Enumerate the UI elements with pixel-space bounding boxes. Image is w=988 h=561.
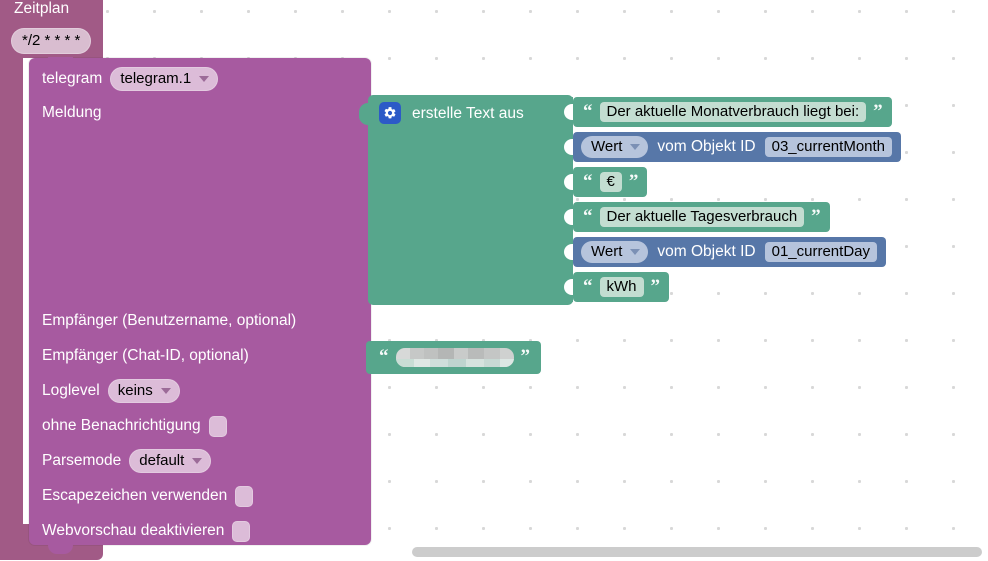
- chevron-down-icon: [630, 248, 641, 255]
- horizontal-scrollbar-thumb[interactable]: [412, 547, 982, 557]
- text-join-output-plug: [359, 103, 369, 125]
- close-quote-icon: [521, 351, 531, 363]
- telegram-loglevel-value: keins: [117, 382, 153, 399]
- telegram-loglevel-row: Loglevel keins: [42, 379, 180, 403]
- recipient-username-value-socket[interactable]: [359, 311, 369, 333]
- string-value-field[interactable]: €: [599, 171, 622, 192]
- text-input-socket[interactable]: [562, 272, 573, 302]
- text-join-row: Der aktuelle Tagesverbrauch: [562, 202, 830, 232]
- text-join-label: erstelle Text aus: [412, 105, 524, 122]
- text-input-socket[interactable]: [562, 202, 573, 232]
- telegram-silent-label: ohne Benachrichtigung: [42, 417, 201, 435]
- telegram-parsemode-dropdown[interactable]: default: [129, 449, 212, 473]
- string-literal-block[interactable]: Der aktuelle Monatverbrauch liegt bei:: [573, 97, 892, 127]
- telegram-parsemode-row: Parsemode default: [42, 449, 212, 473]
- telegram-webpreview-row: Webvorschau deaktivieren: [42, 519, 251, 543]
- telegram-silent-row: ohne Benachrichtigung: [42, 414, 227, 438]
- text-join-row: Wert vom Objekt ID 01_currentDay: [562, 237, 886, 267]
- telegram-webpreview-label: Webvorschau deaktivieren: [42, 522, 225, 540]
- object-property-dropdown[interactable]: Wert: [581, 240, 649, 263]
- telegram-sendmessage-block[interactable]: telegram telegram.1 Meldung Empfänger (B…: [29, 57, 371, 554]
- object-id-label: vom Objekt ID: [657, 137, 756, 155]
- telegram-escape-checkbox[interactable]: [235, 485, 254, 507]
- text-join-row: kWh: [562, 272, 669, 302]
- chevron-down-icon: [192, 458, 203, 464]
- text-join-row: Wert vom Objekt ID 03_currentMonth: [562, 132, 902, 162]
- object-property-dropdown[interactable]: Wert: [581, 135, 649, 158]
- telegram-instance-dropdown[interactable]: telegram.1: [110, 67, 219, 91]
- cron-expression-field[interactable]: */2 * * * *: [11, 28, 92, 54]
- telegram-escape-row: Escapezeichen verwenden: [42, 484, 254, 508]
- string-literal-block[interactable]: €: [573, 167, 648, 197]
- string-value-field[interactable]: kWh: [599, 276, 644, 297]
- horizontal-scrollbar-track[interactable]: [0, 541, 988, 561]
- telegram-block-bottom-notch: [48, 545, 73, 554]
- open-quote-icon: [583, 211, 593, 223]
- close-quote-icon: [873, 106, 883, 118]
- string-literal-block[interactable]: kWh: [573, 272, 669, 302]
- string-value-field[interactable]: Der aktuelle Tagesverbrauch: [599, 206, 805, 227]
- open-quote-icon: [583, 176, 593, 188]
- text-input-socket[interactable]: [562, 237, 573, 267]
- telegram-message-row: Meldung: [42, 101, 101, 125]
- telegram-recipient-username-label: Empfänger (Benutzername, optional): [42, 312, 297, 330]
- telegram-loglevel-label: Loglevel: [42, 382, 100, 400]
- chatid-redacted-value-field[interactable]: [395, 347, 514, 367]
- telegram-parsemode-value: default: [139, 452, 185, 469]
- close-quote-icon: [811, 211, 821, 223]
- string-literal-block[interactable]: [366, 341, 541, 374]
- telegram-instance-label: telegram: [42, 70, 103, 88]
- telegram-webpreview-checkbox[interactable]: [232, 520, 251, 542]
- chevron-down-icon: [630, 143, 641, 150]
- chatid-string-row: [366, 341, 541, 374]
- telegram-instance-row: telegram telegram.1: [42, 67, 219, 91]
- telegram-loglevel-dropdown[interactable]: keins: [107, 379, 180, 403]
- string-value-field[interactable]: Der aktuelle Monatverbrauch liegt bei:: [599, 101, 867, 122]
- string-literal-block[interactable]: Der aktuelle Tagesverbrauch: [573, 202, 830, 232]
- telegram-message-label: Meldung: [42, 104, 102, 122]
- telegram-escape-label: Escapezeichen verwenden: [42, 487, 228, 505]
- open-quote-icon: [379, 351, 389, 363]
- open-quote-icon: [583, 281, 593, 293]
- open-quote-icon: [583, 106, 593, 118]
- telegram-recipient-chatid-label: Empfänger (Chat-ID, optional): [42, 347, 249, 365]
- text-join-row: Der aktuelle Monatverbrauch liegt bei:: [562, 97, 892, 127]
- text-input-socket[interactable]: [562, 167, 573, 197]
- close-quote-icon: [629, 176, 639, 188]
- get-object-value-block[interactable]: Wert vom Objekt ID 01_currentDay: [573, 237, 886, 267]
- telegram-parsemode-label: Parsemode: [42, 452, 122, 470]
- object-property-value: Wert: [591, 242, 623, 260]
- telegram-recipient-chatid-row: Empfänger (Chat-ID, optional): [42, 344, 249, 368]
- text-join-block[interactable]: erstelle Text aus: [359, 95, 573, 305]
- telegram-silent-checkbox[interactable]: [208, 415, 227, 437]
- get-object-value-block[interactable]: Wert vom Objekt ID 03_currentMonth: [573, 132, 902, 162]
- close-quote-icon: [651, 281, 661, 293]
- chevron-down-icon: [160, 388, 171, 394]
- telegram-instance-value: telegram.1: [120, 70, 192, 87]
- telegram-block-top-notch: [48, 57, 73, 66]
- text-input-socket[interactable]: [562, 97, 573, 127]
- chevron-down-icon: [199, 76, 210, 82]
- gear-icon[interactable]: [379, 102, 401, 124]
- text-input-socket[interactable]: [562, 132, 573, 162]
- object-id-field[interactable]: 03_currentMonth: [764, 136, 893, 157]
- telegram-recipient-username-row: Empfänger (Benutzername, optional): [42, 309, 296, 333]
- schedule-block-title: Zeitplan: [14, 0, 70, 17]
- object-id-label: vom Objekt ID: [657, 242, 756, 260]
- object-property-value: Wert: [591, 137, 623, 155]
- text-join-row: €: [562, 167, 648, 197]
- recipient-chatid-value-socket[interactable]: [359, 346, 369, 368]
- object-id-field[interactable]: 01_currentDay: [764, 241, 877, 262]
